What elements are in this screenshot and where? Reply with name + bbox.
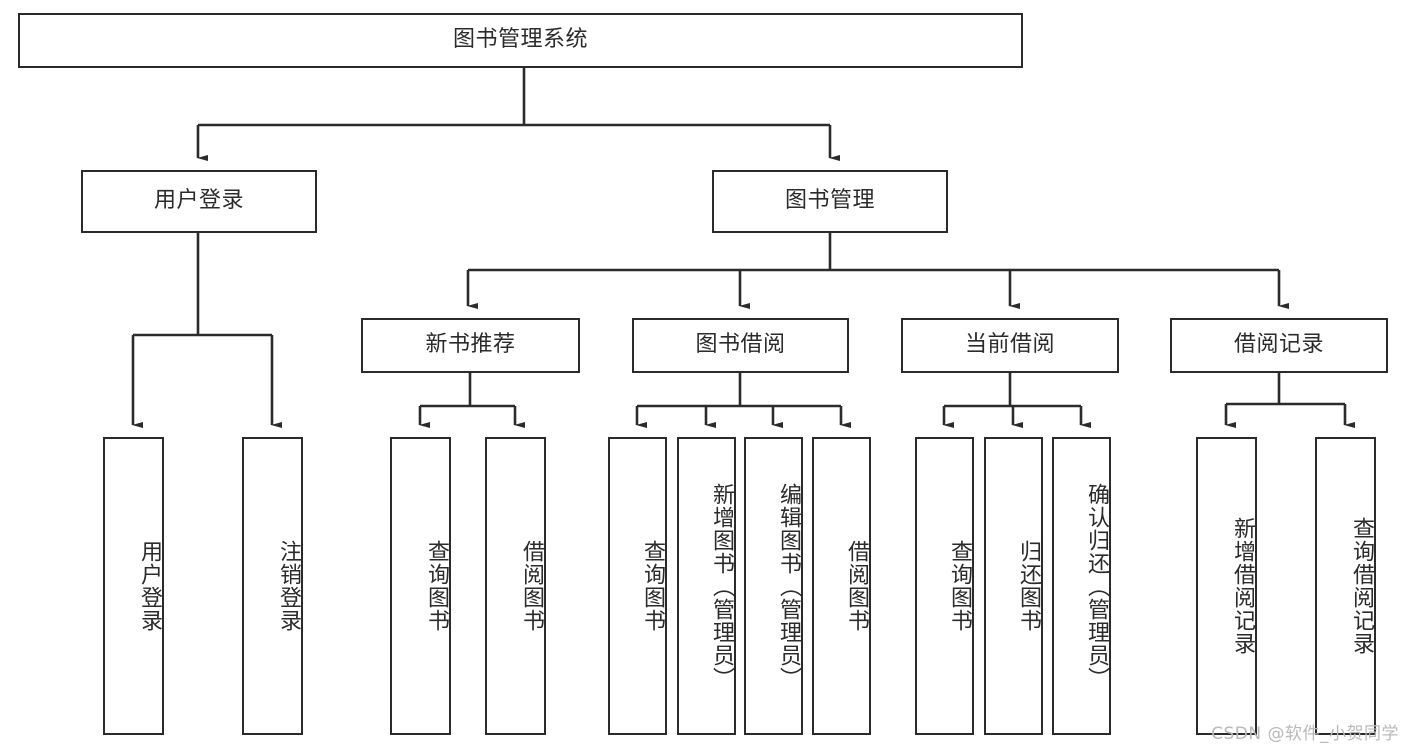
- node-leaf-query-borrow-record[interactable]: 查询借阅记录: [1315, 437, 1376, 735]
- node-label: 借阅记录: [1233, 332, 1324, 358]
- node-label: 查询图书: [947, 540, 972, 632]
- node-label: 用户登录: [137, 540, 162, 632]
- node-borrow-record[interactable]: 借阅记录: [1170, 318, 1388, 373]
- node-root-book-management-system[interactable]: 图书管理系统: [18, 13, 1023, 68]
- node-current-borrow[interactable]: 当前借阅: [901, 318, 1119, 373]
- node-leaf-edit-book-admin[interactable]: 编辑图书（管理员）: [744, 437, 803, 735]
- node-new-book-recommend[interactable]: 新书推荐: [361, 318, 580, 373]
- watermark: CSDN @软件_小贺同学: [1211, 724, 1399, 744]
- node-label: 借阅图书: [844, 540, 869, 632]
- node-user-login[interactable]: 用户登录: [81, 170, 317, 233]
- node-book-borrow[interactable]: 图书借阅: [632, 318, 849, 373]
- node-leaf-query-book-recommend[interactable]: 查询图书: [390, 437, 451, 735]
- node-label: 查询借阅记录: [1349, 517, 1374, 655]
- node-leaf-add-borrow-record[interactable]: 新增借阅记录: [1196, 437, 1257, 735]
- node-label: 当前借阅: [964, 332, 1055, 358]
- node-leaf-user-login[interactable]: 用户登录: [103, 437, 164, 735]
- node-label: 图书管理系统: [452, 27, 588, 53]
- node-label: 确认归还（管理员）: [1084, 482, 1109, 690]
- node-label: 查询图书: [424, 540, 449, 632]
- node-leaf-query-book-current[interactable]: 查询图书: [915, 437, 974, 735]
- node-leaf-logout-login[interactable]: 注销登录: [242, 437, 303, 735]
- node-leaf-add-book-admin[interactable]: 新增图书（管理员）: [677, 437, 736, 735]
- node-label: 用户登录: [153, 188, 244, 214]
- node-leaf-borrow-book-recommend[interactable]: 借阅图书: [485, 437, 546, 735]
- node-label: 查询图书: [640, 540, 665, 632]
- node-label: 新增图书（管理员）: [709, 482, 734, 690]
- node-leaf-query-book-borrow[interactable]: 查询图书: [608, 437, 667, 735]
- node-label: 新增借阅记录: [1230, 517, 1255, 655]
- node-book-management[interactable]: 图书管理: [712, 170, 948, 233]
- node-label: 图书管理: [784, 188, 875, 214]
- node-label: 图书借阅: [695, 332, 786, 358]
- node-leaf-return-book[interactable]: 归还图书: [984, 437, 1043, 735]
- node-label: 新书推荐: [425, 332, 516, 358]
- node-label: 借阅图书: [519, 540, 544, 632]
- node-label: 编辑图书（管理员）: [776, 482, 801, 690]
- node-label: 注销登录: [276, 540, 301, 632]
- node-leaf-confirm-return-admin[interactable]: 确认归还（管理员）: [1052, 437, 1111, 735]
- node-label: 归还图书: [1016, 540, 1041, 632]
- node-leaf-borrow-book[interactable]: 借阅图书: [812, 437, 871, 735]
